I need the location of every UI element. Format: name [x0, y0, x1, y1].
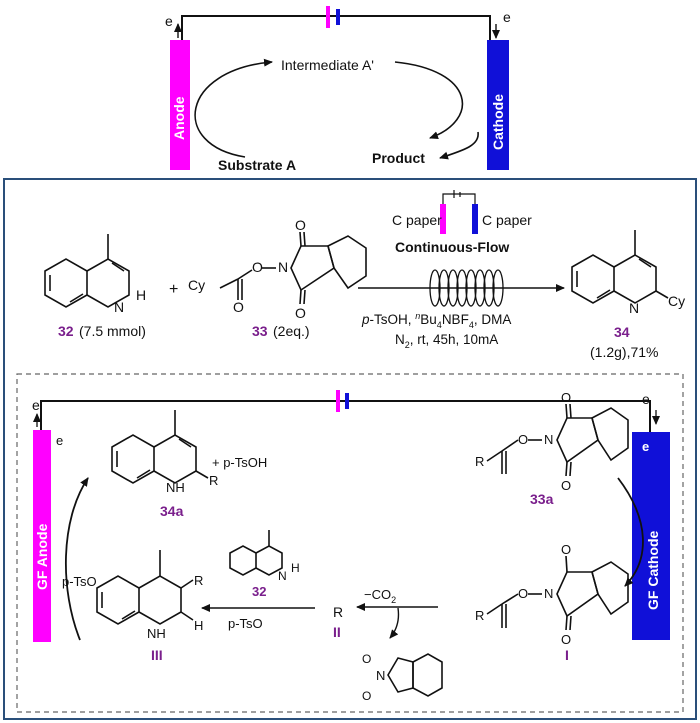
mechanism-dashed-box: [16, 373, 684, 713]
species-33a-O-bottom: O: [561, 478, 571, 493]
species-I-N: N: [544, 586, 553, 601]
species-III-id: III: [151, 647, 163, 663]
species-33a-O: O: [518, 432, 528, 447]
oxidation-arc-arrow: [194, 58, 273, 158]
species-34a-R: R: [209, 473, 218, 488]
top-cathode-label: Cathode: [490, 94, 506, 150]
compound-34-yield: (1.2g),71%: [590, 344, 658, 360]
continuous-flow-label: Continuous-Flow: [395, 239, 509, 255]
compound-33-imide-O-top: O: [295, 217, 306, 233]
species-I-structure: [486, 555, 629, 631]
gf-cathode-label: GF Cathode: [645, 530, 661, 610]
compound-33-N: N: [278, 259, 288, 275]
species-I-id: I: [565, 647, 569, 663]
reaction-plus-sign: +: [169, 281, 178, 298]
compound-33-carbonyl-O: O: [233, 299, 244, 315]
mechanism-electron-left: e: [32, 397, 40, 413]
compound-32-id: 32: [58, 323, 74, 339]
product-34-cy-label: Cy: [668, 293, 685, 309]
species-I-O: O: [518, 586, 528, 601]
phthalimide-anion-structure: [387, 653, 443, 697]
cathode-electron-label: e: [642, 439, 649, 454]
reduction-arc-arrow-1: [394, 61, 464, 140]
species-33a-structure: [486, 403, 629, 477]
minus-co2-label: −CO2: [364, 587, 396, 605]
gf-cathode-electrode: [632, 432, 670, 640]
top-anode-label: Anode: [171, 96, 187, 140]
ptso-bottom-label: p-TsO: [228, 616, 263, 631]
species-34a-structure: [111, 410, 209, 484]
species-32-mechanism-structure: [229, 530, 283, 576]
compound-32-amount: (7.5 mmol): [79, 323, 146, 339]
anode-electron-transfer: e: [56, 433, 63, 448]
species-33a-R: R: [475, 454, 484, 469]
top-electron-right-label: e: [503, 9, 511, 25]
top-battery-plate-anode: [326, 6, 330, 28]
right-electrode-label: C paper: [482, 212, 532, 228]
reduction-arc-arrow-2: [439, 131, 479, 160]
compound-33-ester-O: O: [252, 259, 263, 275]
reaction-equation: N H 32 (7.5 mmol) + Cy O O N O O 33 (2eq…: [44, 190, 685, 360]
species-33a-N: N: [544, 432, 553, 447]
mechanism-electron-right: e: [642, 391, 650, 407]
plus-ptsoh: + p-TsOH: [212, 455, 267, 470]
species-34a-id: 34a: [160, 503, 184, 519]
species-I-R: R: [475, 608, 484, 623]
phthalimide-release-arrow: [389, 607, 400, 639]
cathode-reduction-arrow: [617, 477, 644, 587]
flow-coil: [429, 269, 504, 307]
radical-II-id: II: [333, 624, 341, 640]
conditions-line-1: p-TsOH, nBu4NBF4, DMA: [361, 311, 511, 330]
quinoline-32-structure: [44, 234, 130, 308]
species-32-mech-id: 32: [252, 584, 266, 599]
mechanism-cell: e e GF Anode GF Cathode e NH R + p-TsOH …: [32, 390, 670, 703]
compound-33-amount: (2eq.): [273, 323, 310, 339]
phthalimide-N: N: [376, 668, 385, 683]
compound-34-id: 34: [614, 324, 630, 340]
product-34-structure: [571, 230, 669, 304]
species-I-O-radical: O: [561, 542, 571, 557]
gf-anode-label: GF Anode: [34, 523, 50, 590]
compound-33-id: 33: [252, 323, 268, 339]
top-anode-electrode: [170, 40, 190, 170]
species-34a-NH: NH: [166, 480, 185, 495]
species-33a-O-top: O: [561, 390, 571, 405]
main-panel-frame: [3, 178, 697, 720]
phthalimide-O-top: O: [362, 652, 371, 666]
substrate-label: Substrate A: [218, 157, 296, 173]
species-III-H: H: [194, 618, 203, 633]
quinoline-32-N-label: N: [114, 299, 124, 315]
nhpi-ester-33-structure: [219, 231, 367, 305]
top-electron-left-label: e: [165, 13, 173, 29]
compound-33-cy-label: Cy: [188, 277, 205, 293]
gf-anode-electrode: [33, 430, 51, 642]
ptso-left-label: p-TsO: [62, 574, 97, 589]
product-label: Product: [372, 150, 425, 166]
top-cathode-electrode: [487, 40, 509, 170]
species-III-NH: NH: [147, 626, 166, 641]
phthalimide-O-bottom: O: [362, 689, 371, 703]
top-battery-plate-cathode: [336, 9, 340, 25]
product-34-N-label: N: [629, 300, 639, 316]
conditions-line-2: N2, rt, 45h, 10mA: [395, 332, 498, 350]
anode-oxidation-arrow: [65, 477, 89, 641]
species-32-mech-H: H: [291, 561, 300, 575]
species-I-O-bottom: O: [561, 632, 571, 647]
species-III-R: R: [194, 573, 203, 588]
species-III-structure: [96, 550, 194, 625]
flow-electrodes: [440, 190, 478, 234]
mechanism-battery-plate-anode: [336, 390, 340, 412]
quinoline-32-H-label: H: [136, 287, 146, 303]
mechanism-battery-plate-cathode: [345, 393, 349, 409]
compound-33-imide-O-bottom: O: [295, 305, 306, 321]
intermediate-label: Intermediate A': [281, 57, 374, 73]
left-electrode-label: C paper: [392, 212, 442, 228]
top-electrochemical-cell: e e Anode Cathode Intermediate A' Substr…: [165, 6, 511, 173]
species-33a-id: 33a: [530, 491, 554, 507]
radical-R: R: [333, 604, 343, 620]
species-32-mech-N: N: [278, 569, 287, 583]
